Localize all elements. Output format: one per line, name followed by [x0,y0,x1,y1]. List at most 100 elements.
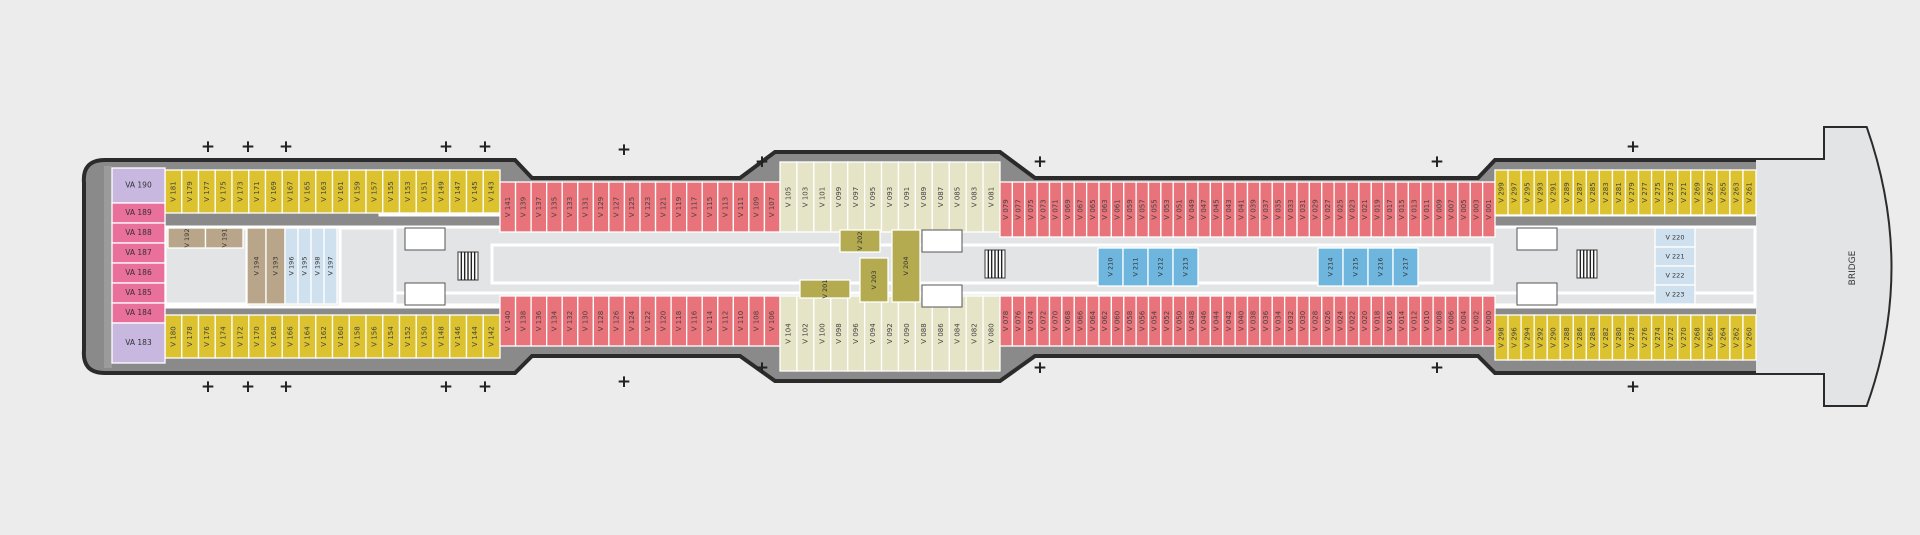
forward-top-label: V 181 [169,181,177,201]
red-a-top-label: V 129 [597,197,605,217]
red-b-top-label: V 051 [1175,199,1183,219]
cream-bottom-label: V 082 [971,323,979,343]
red-b-top-label: V 033 [1287,199,1295,219]
blue-mid-1-label: V 211 [1132,258,1140,277]
red-a-bottom-label: V 108 [753,311,761,331]
bow-pink-label: VA 186 [125,268,152,277]
red-b-top-label: V 065 [1089,199,1097,219]
aft-bottom-label: V 284 [1589,327,1597,348]
cream-top-label: V 095 [869,187,877,207]
lifeboat-marker: + [478,137,492,157]
red-b-bottom-label: V 026 [1324,310,1332,331]
lifeboat-marker: + [279,377,293,397]
red-a-bottom-label: V 122 [644,311,652,331]
red-b-top-label: V 059 [1126,199,1134,219]
forward-bottom-label: V 168 [270,326,278,346]
blue-mid-1-cabin [1097,247,1124,287]
red-b-bottom-label: V 024 [1336,310,1344,331]
red-b-top-label: V 003 [1472,199,1480,219]
tan-side-label: V 193 [272,257,280,276]
red-b-top-label: V 039 [1250,199,1258,219]
red-a-bottom-label: V 106 [768,310,776,331]
red-b-bottom-label: V 020 [1361,311,1369,331]
aft-top-label: V 277 [1641,182,1649,202]
bow-band [104,166,112,368]
red-b-top-label: V 017 [1386,199,1394,219]
blue-mid-2-label: V 216 [1377,258,1385,277]
aft-top-label: V 261 [1745,182,1753,202]
red-b-bottom-label: V 072 [1039,311,1047,331]
tan-top-label: V 192 [183,229,191,248]
cream-bottom-label: V 094 [869,323,877,344]
red-a-top-label: V 123 [644,197,652,217]
blue-mid-2-cabin [1317,247,1344,287]
forward-bottom-label: V 174 [220,326,228,347]
cream-top-label: V 081 [988,187,996,207]
aft-top-label: V 279 [1628,182,1636,202]
red-b-top-label: V 019 [1373,199,1381,219]
red-a-top-label: V 109 [753,197,761,217]
cream-top-label: V 105 [784,187,792,207]
blue-fwd-label: V 195 [301,257,309,276]
forward-top-label: V 155 [387,181,395,201]
stairwells [404,227,1598,308]
red-a-top-label: V 119 [675,197,683,217]
cream-top-label: V 089 [920,187,928,207]
aft-top-label: V 297 [1511,182,1519,202]
forward-top-label: V 143 [488,181,496,201]
cream-bottom-label: V 084 [954,323,962,344]
aft-bottom-label: V 280 [1615,327,1623,347]
forward-top-label: V 177 [203,181,211,201]
red-a-top-label: V 121 [659,197,667,217]
blue-mid-1-cabin [1147,247,1174,287]
aft-bottom-label: V 298 [1498,327,1506,347]
blue-mid-1-label: V 212 [1157,258,1165,277]
red-b-bottom-label: V 010 [1423,311,1431,331]
red-a-bottom-label: V 116 [690,310,698,331]
red-b-top-label: V 077 [1015,199,1023,219]
red-b-bottom-label: V 038 [1250,311,1258,331]
lifeboat-marker: + [439,377,453,397]
forward-bottom-label: V 156 [370,326,378,347]
lifeboat-marker: + [755,358,769,378]
lifeboat-marker: + [439,137,453,157]
red-a-top-label: V 125 [628,197,636,217]
red-b-top-label: V 037 [1262,199,1270,219]
forward-bottom-label: V 146 [454,326,462,347]
aft-top-label: V 271 [1680,182,1688,202]
red-a-top-label: V 115 [706,197,714,217]
blue-mid-1-label: V 210 [1107,258,1115,277]
blue-mid-1-cabin [1122,247,1149,287]
red-b-bottom-label: V 052 [1163,311,1171,331]
olive-cabin [859,257,889,303]
aft-bottom-label: V 278 [1628,327,1636,347]
red-b-bottom-label: V 032 [1287,311,1295,331]
blue-fwd-cabin [323,227,338,305]
aft-bottom-label: V 270 [1680,327,1688,347]
red-b-top-label: V 023 [1349,199,1357,219]
red-a-top-label: V 139 [519,197,527,217]
cream-top-label: V 101 [818,187,826,207]
aft-top-label: V 263 [1732,182,1740,202]
bow-pink-label: VA 188 [125,228,152,237]
red-a-bottom-label: V 110 [737,311,745,331]
bow-purple-label: VA 183 [125,338,152,347]
aft-top-label: V 291 [1550,182,1558,202]
tan-top-cabin [204,227,244,249]
red-b-bottom-label: V 008 [1435,311,1443,331]
aft-bottom-label: V 290 [1550,327,1558,347]
red-b-top-label: V 079 [1002,199,1010,219]
lifeboat-marker: + [241,377,255,397]
red-b-bottom-label: V 050 [1175,311,1183,331]
tan-side-label: V 194 [253,257,261,276]
red-b-bottom-label: V 056 [1138,310,1146,331]
blue-mid-2-cabin [1392,247,1419,287]
red-b-bottom-label: V 028 [1312,311,1320,331]
red-a-bottom-label: V 140 [504,311,512,331]
lifeboat-marker: + [1626,137,1640,157]
red-b-bottom-label: V 006 [1448,310,1456,331]
olive-label: V 201 [821,280,829,299]
olive-cabin [799,279,851,299]
forward-bottom-label: V 152 [404,326,412,346]
